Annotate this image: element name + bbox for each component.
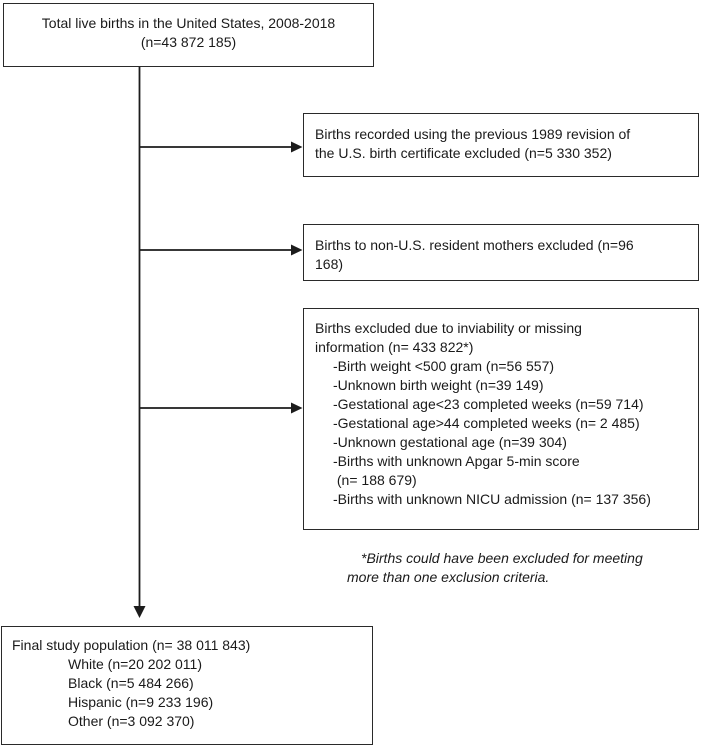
footnote-line2: more than one exclusion criteria.	[347, 569, 550, 585]
exclusion-item-birthweight-unknown: -Unknown birth weight (n=39 149)	[333, 377, 544, 393]
subgroup-other: Other (n=3 092 370)	[68, 713, 195, 729]
exclusion-nonus-line1: Births to non-U.S. resident mothers excl…	[315, 237, 634, 253]
exclusion-item-apgar-count: (n= 188 679)	[333, 472, 417, 488]
footnote-line1: *Births could have been excluded for mee…	[361, 550, 643, 566]
exclusion-missing-header2: information (n= 433 822*)	[315, 339, 474, 355]
arrowhead-right-icon	[291, 402, 303, 414]
arrowhead-right-icon	[291, 244, 303, 256]
final-population-title: Final study population (n= 38 011 843)	[12, 637, 251, 653]
exclusion-nonus-box: Births to non-U.S. resident mothers excl…	[303, 224, 699, 281]
exclusion-item-birthweight-low: -Birth weight <500 gram (n=56 557)	[333, 358, 555, 374]
total-births-line2: (n=43 872 185)	[140, 34, 237, 50]
subgroup-hispanic: Hispanic (n=9 233 196)	[68, 694, 214, 710]
arrowhead-down-icon	[133, 606, 146, 618]
subgroup-white: White (n=20 202 011)	[68, 656, 202, 672]
exclusion-item-gestage-low: -Gestational age<23 completed weeks (n=5…	[333, 396, 644, 412]
total-births-line1: Total live births in the United States, …	[41, 15, 336, 31]
subgroup-black: Black (n=5 484 266)	[68, 675, 194, 691]
arrowhead-right-icon	[291, 141, 303, 153]
exclusion-item-apgar-unknown: -Births with unknown Apgar 5-min score	[333, 453, 580, 469]
exclusion-1989-line1: Births recorded using the previous 1989 …	[315, 126, 631, 142]
total-births-box: Total live births in the United States, …	[3, 3, 374, 67]
exclusion-nonus-line2: 168)	[315, 256, 344, 272]
exclusion-item-gestage-high: -Gestational age>44 completed weeks (n= …	[333, 415, 640, 431]
final-population-box: Final study population (n= 38 011 843) W…	[1, 626, 373, 745]
exclusion-1989-line2: the U.S. birth certificate excluded (n=5…	[315, 145, 612, 161]
exclusion-1989-box: Births recorded using the previous 1989 …	[303, 113, 699, 177]
exclusion-item-gestage-unknown: -Unknown gestational age (n=39 304)	[333, 434, 567, 450]
footnote: *Births could have been excluded for mee…	[347, 549, 677, 587]
exclusion-missing-header1: Births excluded due to inviability or mi…	[315, 320, 582, 336]
exclusion-missing-box: Births excluded due to inviability or mi…	[303, 308, 699, 530]
exclusion-item-nicu-unknown: -Births with unknown NICU admission (n= …	[333, 491, 651, 507]
